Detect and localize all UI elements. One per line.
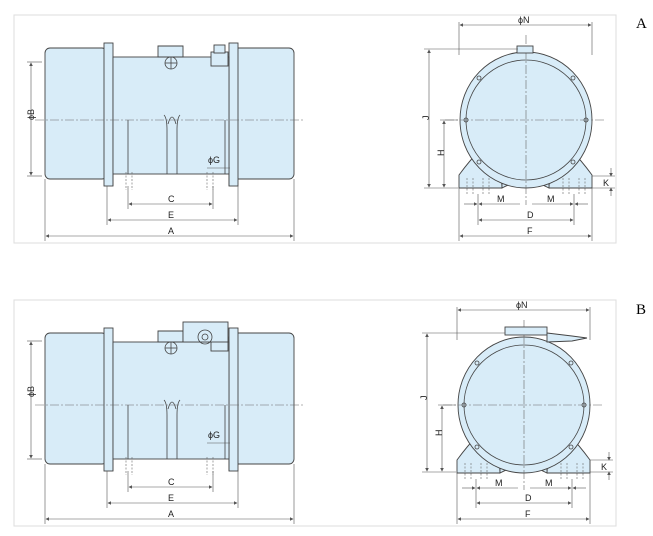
dim-label-e: E	[168, 210, 174, 220]
dim-label-e: E	[168, 493, 174, 503]
dim-label-b: ϕB	[26, 109, 36, 120]
dim-label-k: K	[601, 462, 607, 472]
dim-label-a: A	[168, 509, 174, 519]
dim-label-a: A	[168, 226, 174, 236]
side-view-b: A E C ϕB ϕG	[26, 321, 306, 524]
dim-label-g: ϕG	[208, 155, 220, 165]
end-view-b: ϕN J H K M M D F	[419, 300, 613, 524]
panel-b-frame	[13, 299, 617, 527]
panel-a-frame	[13, 14, 617, 244]
dim-label-m-right: M	[547, 194, 555, 204]
panel-b: B A E C	[13, 299, 646, 527]
dim-label-g: ϕG	[208, 430, 220, 440]
dim-label-m-left: M	[497, 194, 505, 204]
side-view-a: A E C ϕB ϕG	[26, 42, 306, 241]
dim-label-h: H	[434, 430, 444, 437]
dim-label-n: ϕN	[518, 15, 530, 25]
dim-label-f: F	[527, 226, 533, 236]
dim-label-c: C	[168, 194, 175, 204]
dim-label-b: ϕB	[26, 386, 36, 397]
panel-a: A A E C ϕB ϕG	[13, 14, 647, 244]
dim-label-h: H	[436, 150, 446, 157]
dim-label-j: J	[421, 116, 431, 121]
dim-label-j: J	[419, 396, 429, 401]
dim-label-n: ϕN	[516, 300, 528, 310]
dim-label-f: F	[525, 509, 531, 519]
dim-label-k: K	[603, 178, 609, 188]
dim-label-d: D	[525, 493, 532, 503]
panel-b-letter: B	[636, 302, 646, 318]
dim-label-d: D	[527, 210, 534, 220]
dim-label-m-left: M	[495, 478, 503, 488]
panel-a-letter: A	[636, 16, 647, 32]
end-view-a: ϕN J H K M M D F	[421, 15, 615, 241]
dim-label-m-right: M	[545, 478, 553, 488]
dim-label-c: C	[168, 477, 175, 487]
